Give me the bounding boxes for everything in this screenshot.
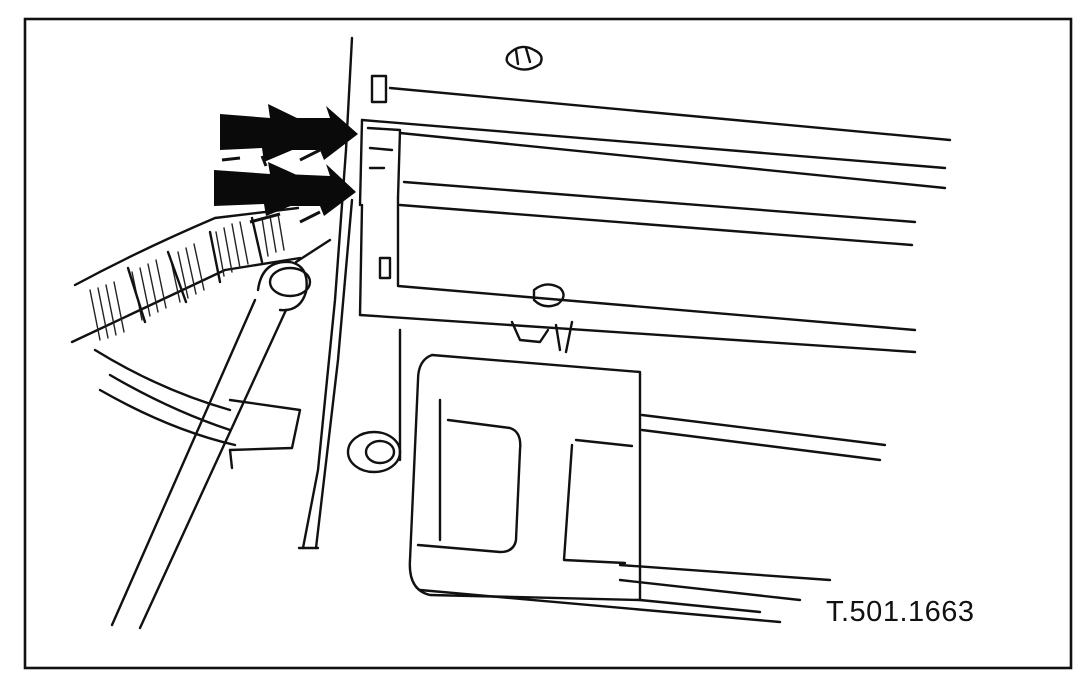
lower-housing [398, 328, 887, 624]
hose-bundle [70, 206, 302, 447]
hose-corrugation [89, 213, 285, 341]
body-pillar [297, 36, 354, 550]
clip-icon [510, 283, 574, 354]
bracket [228, 398, 302, 470]
figure-border [23, 17, 1073, 670]
trim-module [358, 74, 952, 354]
arrow-icon [214, 162, 356, 224]
screwdriver-tool [110, 238, 332, 630]
grommet [346, 430, 402, 474]
arrow-icon [220, 104, 358, 167]
figure-reference-code: T.501.1663 [826, 596, 975, 628]
clip-icon [505, 45, 543, 71]
